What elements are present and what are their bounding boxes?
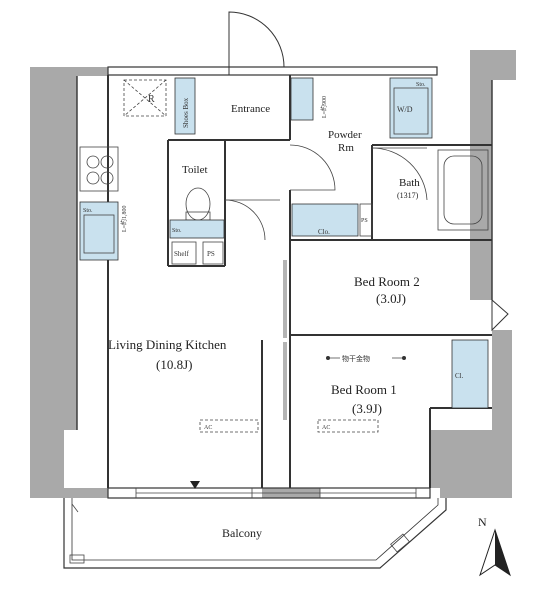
balcony-drain — [69, 554, 85, 564]
washer-inner — [393, 87, 429, 135]
shoes-box — [174, 77, 196, 135]
north-compass: N — [478, 515, 511, 577]
balcony-inner — [71, 498, 439, 561]
entrance-label: Entrance — [231, 103, 270, 115]
ps-box — [359, 203, 373, 237]
ldk-label: Living Dining Kitchen — [108, 337, 227, 352]
kitchen-l-value: L=約1,800 — [120, 205, 128, 232]
bath-label: Bath — [399, 177, 420, 189]
bed2-label: Bed Room 2 — [354, 274, 420, 289]
toilet-bowl — [185, 187, 211, 221]
shoes-box-label: Shoes Box — [182, 97, 190, 128]
toilet-ps-box — [202, 241, 224, 265]
drying-rod-end-right — [402, 356, 406, 360]
bathtub-outer — [437, 149, 489, 231]
compass-arrow-fill — [495, 530, 510, 575]
bed2-size: (3.0J) — [376, 291, 406, 306]
balcony-vent — [390, 533, 410, 553]
shelf-box — [171, 241, 197, 265]
refrigerator-label: R — [148, 94, 155, 105]
entrance-l-value: L=約900 — [320, 96, 328, 118]
shelf-label: Shelf — [174, 250, 189, 258]
powder-label-1: Powder — [328, 129, 362, 141]
bottom-left-wall — [30, 430, 108, 498]
bed1-closet-label: Cl. — [455, 372, 464, 380]
drying-rod-label: 物干金物 — [342, 354, 370, 363]
entrance-storage — [290, 77, 314, 121]
burner-3 — [86, 171, 100, 185]
partitions — [107, 75, 492, 488]
ldk-entry-marker — [190, 481, 200, 489]
burner-4 — [100, 171, 114, 185]
bath-size: (1317) — [397, 191, 419, 200]
left-wall — [30, 67, 108, 488]
kitchen-storage — [79, 201, 119, 261]
bed2-closet — [291, 203, 359, 237]
washer-label: W/D — [397, 105, 413, 114]
bathtub-inner — [443, 155, 483, 225]
bottom-window-band — [107, 487, 431, 499]
kitchen-storage-label: Sto. — [83, 208, 93, 214]
outer-lines — [76, 66, 493, 499]
bottom-right-wall — [430, 430, 512, 498]
ac-unit-bed1 — [317, 419, 379, 433]
right-wall-upper — [437, 50, 516, 300]
ps-label: PS — [361, 218, 368, 224]
doors — [190, 11, 509, 489]
room-labels: Entrance Powder Rm Toilet Bath (1317) Be… — [108, 103, 420, 540]
right-wall-lower — [460, 330, 512, 430]
ldk-size: (10.8J) — [156, 357, 192, 372]
burner-2 — [100, 155, 114, 169]
fixtures: R Shoes Box Sto. L=約1,800 L=約900 Sto. W/… — [79, 77, 489, 433]
washer-storage-label: Sto. — [416, 82, 426, 88]
stove — [79, 146, 119, 192]
bed1-label: Bed Room 1 — [331, 382, 397, 397]
bed2-window-notch — [491, 298, 509, 332]
ac-label-ldk: AC — [204, 425, 212, 431]
toilet-ps-label: PS — [207, 250, 215, 258]
bed1-size: (3.9J) — [352, 401, 382, 416]
powder-door-arc[interactable] — [289, 144, 336, 191]
balcony-rail-mark — [71, 503, 79, 513]
burner-1 — [86, 155, 100, 169]
top-wall-band — [107, 66, 438, 76]
ac-label-bed1: AC — [322, 425, 330, 431]
balcony-outer — [63, 498, 447, 569]
kitchen-sink — [83, 214, 115, 254]
front-door-arc[interactable] — [228, 11, 285, 68]
bed1-closet — [451, 339, 489, 409]
refrigerator-box — [123, 79, 167, 117]
toilet-label: Toilet — [182, 164, 208, 176]
powder-label-2: Rm — [338, 142, 354, 154]
balcony-label: Balcony — [222, 526, 262, 540]
walls — [30, 50, 516, 498]
bed2-closet-label: Clo. — [318, 228, 330, 236]
bath-door-arc[interactable] — [371, 147, 428, 201]
toilet-storage — [169, 219, 225, 239]
refrigerator-diag-2 — [123, 79, 167, 117]
compass-label: N — [478, 515, 487, 529]
balcony — [63, 498, 447, 569]
drying-rod-end-left — [326, 356, 330, 360]
toilet-door-arc[interactable] — [224, 199, 266, 241]
toilet-storage-label: Sto. — [172, 228, 182, 234]
drying-rod-label-bg — [340, 352, 392, 364]
